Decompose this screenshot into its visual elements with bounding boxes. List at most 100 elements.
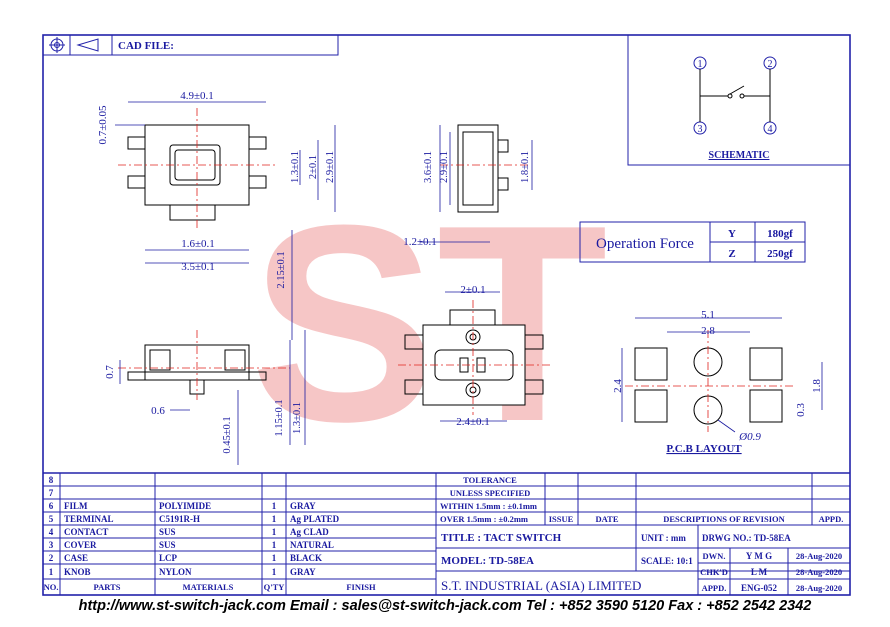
pcb-layout-label: P.C.B LAYOUT <box>666 443 742 455</box>
svg-text:28-Aug-2020: 28-Aug-2020 <box>796 583 842 593</box>
svg-text:KNOB: KNOB <box>64 567 91 577</box>
svg-text:3.5±0.1: 3.5±0.1 <box>181 261 215 273</box>
svg-text:COVER: COVER <box>64 540 97 550</box>
svg-text:250gf: 250gf <box>767 248 793 260</box>
front-view: 0.7 0.6 0.45±0.1 1.15±0.1 1.3±0.1 2.15±0… <box>104 230 306 465</box>
title-rows: TITLE : TACT SWITCH UNIT : mm DRWG NO.: … <box>436 525 850 595</box>
pcb-layout: 5.1 2.8 2.4 1.8 0.3 Ø0.9 P.C.B LAYOUT <box>612 309 823 455</box>
svg-text:TOLERANCE: TOLERANCE <box>463 475 517 485</box>
drawing-sheet: ST CAD FILE: 1 2 3 4 SCHEMATIC <box>42 34 851 596</box>
svg-text:5: 5 <box>49 514 54 524</box>
svg-text:UNIT : mm: UNIT : mm <box>641 533 686 543</box>
svg-text:0.6: 0.6 <box>151 405 165 417</box>
schematic-box: 1 2 3 4 SCHEMATIC <box>627 34 851 166</box>
svg-text:2±0.1: 2±0.1 <box>460 284 485 296</box>
svg-text:Operation Force: Operation Force <box>596 236 694 252</box>
svg-text:ISSUE: ISSUE <box>549 514 574 524</box>
side-view: 3.6±0.1 2.9±0.1 1.8±0.1 1.2±0.1 <box>403 124 533 248</box>
st-watermark: ST <box>250 168 608 480</box>
svg-text:PARTS: PARTS <box>94 582 121 592</box>
svg-text:1.3±0.1: 1.3±0.1 <box>290 151 301 183</box>
svg-text:2: 2 <box>49 553 54 563</box>
svg-text:L M: L M <box>751 567 768 577</box>
svg-text:1: 1 <box>272 527 277 537</box>
svg-text:FINISH: FINISH <box>346 582 376 592</box>
svg-text:ENG-052: ENG-052 <box>741 583 778 593</box>
svg-text:180gf: 180gf <box>767 228 793 240</box>
svg-text:APPD.: APPD. <box>702 583 727 593</box>
svg-text:2.9±0.1: 2.9±0.1 <box>325 151 336 183</box>
svg-text:BLACK: BLACK <box>290 553 322 563</box>
svg-text:LCP: LCP <box>159 553 178 563</box>
svg-text:2.8: 2.8 <box>701 325 715 337</box>
svg-text:2±0.1: 2±0.1 <box>308 155 319 179</box>
svg-text:DRWG NO.: TD-58EA: DRWG NO.: TD-58EA <box>702 533 791 543</box>
svg-text:0.7: 0.7 <box>104 365 116 379</box>
title-block: 8 7 6 FILM POLYIMIDE 1 GRAY 5 TERMINAL C… <box>43 472 850 595</box>
tolerance-revision: TOLERANCE UNLESS SPECIFIED WITHIN 1.5mm … <box>436 473 850 526</box>
svg-text:Z: Z <box>728 248 735 260</box>
svg-text:Y M G: Y M G <box>746 551 772 561</box>
svg-text:0.3: 0.3 <box>795 403 807 417</box>
svg-text:Ø0.9: Ø0.9 <box>738 431 761 443</box>
svg-text:1: 1 <box>272 553 277 563</box>
svg-text:2.4±0.1: 2.4±0.1 <box>456 416 490 428</box>
svg-text:2.4: 2.4 <box>612 379 624 393</box>
svg-text:1: 1 <box>272 514 277 524</box>
svg-text:Q'TY: Q'TY <box>264 582 285 592</box>
svg-text:GRAY: GRAY <box>290 567 316 577</box>
svg-text:CASE: CASE <box>64 553 88 563</box>
svg-text:NATURAL: NATURAL <box>290 540 334 550</box>
svg-text:1.8: 1.8 <box>811 379 823 393</box>
svg-text:ST: ST <box>250 168 608 480</box>
svg-text:SUS: SUS <box>159 527 176 537</box>
svg-text:Y: Y <box>728 228 736 240</box>
svg-text:2: 2 <box>768 59 773 70</box>
bom-table: 8 7 6 FILM POLYIMIDE 1 GRAY 5 TERMINAL C… <box>43 473 437 595</box>
svg-text:1.6±0.1: 1.6±0.1 <box>181 238 215 250</box>
svg-text:2.15±0.1: 2.15±0.1 <box>276 251 287 288</box>
svg-text:Ag CLAD: Ag CLAD <box>290 527 329 537</box>
svg-text:DESCRIPTIONS OF REVISION: DESCRIPTIONS OF REVISION <box>663 514 785 524</box>
svg-text:1.8±0.1: 1.8±0.1 <box>520 151 531 183</box>
svg-text:SUS: SUS <box>159 540 176 550</box>
svg-text:1: 1 <box>272 540 277 550</box>
svg-text:CHK'D: CHK'D <box>700 567 728 577</box>
outer-frame <box>42 34 851 596</box>
svg-text:0.7±0.05: 0.7±0.05 <box>97 105 109 145</box>
svg-text:UNLESS SPECIFIED: UNLESS SPECIFIED <box>450 488 531 498</box>
svg-text:DATE: DATE <box>596 514 619 524</box>
svg-text:SCALE: 10:1: SCALE: 10:1 <box>641 556 693 566</box>
svg-text:3: 3 <box>49 540 54 550</box>
operation-force-table: Operation Force Y 180gf Z 250gf <box>579 221 806 263</box>
svg-text:TERMINAL: TERMINAL <box>64 514 114 524</box>
svg-text:7: 7 <box>49 488 54 498</box>
svg-text:28-Aug-2020: 28-Aug-2020 <box>796 551 842 561</box>
top-view: 4.9±0.1 0.7±0.05 1.3±0.1 2±0.1 2.9±0.1 1… <box>97 90 336 273</box>
svg-text:C5191R-H: C5191R-H <box>159 514 200 524</box>
svg-text:4.9±0.1: 4.9±0.1 <box>180 90 214 102</box>
svg-text:POLYIMIDE: POLYIMIDE <box>159 501 211 511</box>
svg-text:NO.: NO. <box>44 582 59 592</box>
projection-cone-icon <box>76 38 99 52</box>
svg-text:NYLON: NYLON <box>159 567 192 577</box>
svg-text:WITHIN 1.5mm : ±0.1mm: WITHIN 1.5mm : ±0.1mm <box>440 501 537 511</box>
cad-header: CAD FILE: <box>42 34 339 56</box>
svg-text:3.6±0.1: 3.6±0.1 <box>423 151 434 183</box>
svg-text:0.45±0.1: 0.45±0.1 <box>222 416 233 453</box>
svg-text:3: 3 <box>698 124 703 135</box>
svg-text:Ag PLATED: Ag PLATED <box>290 514 340 524</box>
svg-text:OVER 1.5mm : ±0.2mm: OVER 1.5mm : ±0.2mm <box>440 514 528 524</box>
svg-text:S.T. INDUSTRIAL (ASIA) LIMITED: S.T. INDUSTRIAL (ASIA) LIMITED <box>441 578 641 593</box>
svg-text:6: 6 <box>49 501 54 511</box>
svg-text:APPD.: APPD. <box>819 514 844 524</box>
svg-text:8: 8 <box>49 475 54 485</box>
svg-text:4: 4 <box>49 527 54 537</box>
contact-footer: http://www.st-switch-jack.com Email : sa… <box>78 598 812 614</box>
svg-text:GRAY: GRAY <box>290 501 316 511</box>
svg-text:MATERIALS: MATERIALS <box>183 582 234 592</box>
svg-text:FILM: FILM <box>64 501 88 511</box>
svg-text:1.15±0.1: 1.15±0.1 <box>274 399 285 436</box>
svg-text:5.1: 5.1 <box>701 309 715 321</box>
svg-text:1: 1 <box>272 567 277 577</box>
